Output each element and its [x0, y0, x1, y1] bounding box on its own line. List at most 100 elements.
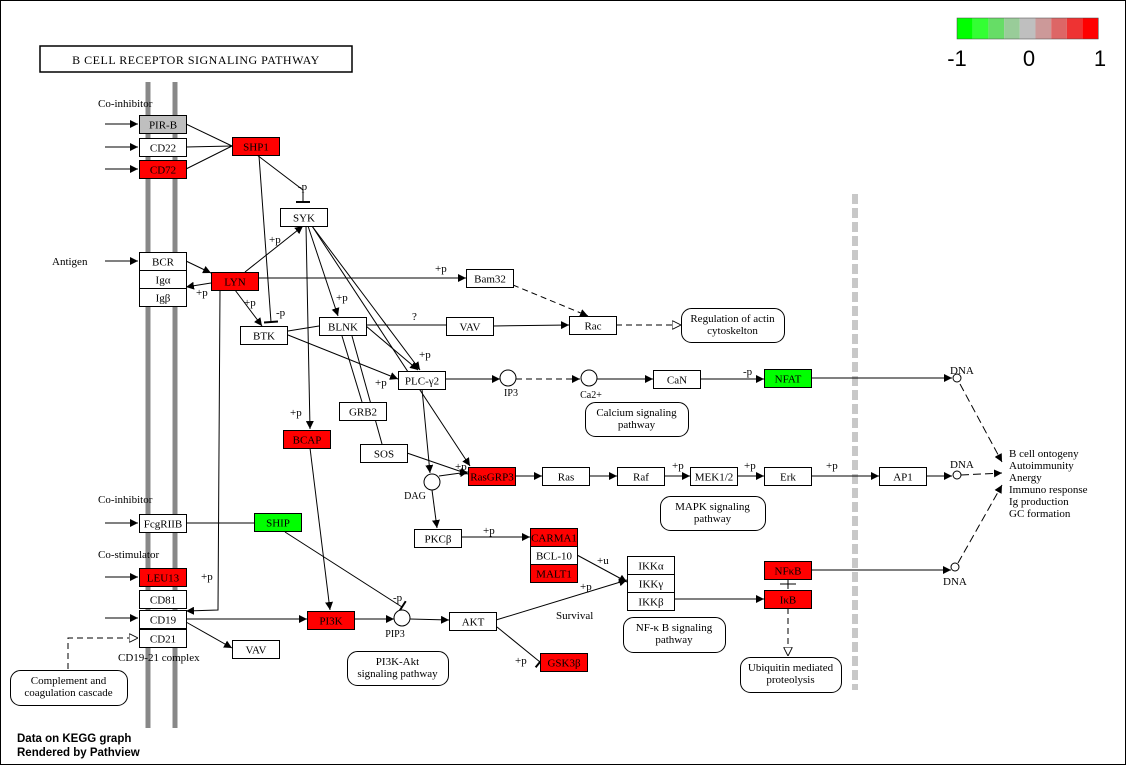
compound-circle — [423, 473, 441, 491]
gene-node-vav1[interactable]: VAV — [446, 317, 494, 336]
edge — [185, 145, 233, 170]
gene-node-label: SOS — [374, 449, 394, 461]
gene-node-cd19[interactable]: CD19 — [139, 610, 187, 629]
gene-node-label: Erk — [780, 472, 796, 484]
gene-node-rasgrp3[interactable]: RasGRP3 — [468, 467, 516, 486]
gene-node-box — [360, 444, 408, 463]
gene-node-ap1[interactable]: AP1 — [879, 467, 927, 486]
compound-pip3[interactable]: PIP3 — [385, 609, 411, 640]
gene-node-label: CD21 — [150, 634, 176, 646]
gene-node-label: Bam32 — [474, 274, 506, 286]
gene-node-pkcb[interactable]: PKCβ — [414, 529, 462, 548]
label-p8: ? — [412, 311, 417, 323]
inhibition-edge — [258, 155, 279, 324]
gene-node-grb2[interactable]: GRB2 — [339, 402, 387, 421]
gene-node-bam32[interactable]: Bam32 — [466, 269, 514, 288]
gene-node-cd72[interactable]: CD72 — [139, 160, 187, 179]
pathway-node-label: MAPK signaling — [675, 501, 750, 513]
gene-node-ikka[interactable]: IKKα — [627, 556, 675, 575]
dna-site-marker — [952, 373, 962, 383]
indirect-edge — [959, 383, 1003, 463]
gene-node-label: PIR-B — [149, 120, 177, 132]
gene-node-pirb[interactable]: PIR-B — [139, 115, 187, 134]
gene-node-can[interactable]: CaN — [653, 370, 701, 389]
gene-node-box — [530, 564, 578, 583]
gene-node-bcr[interactable]: BCR — [139, 252, 187, 271]
gene-node-blnk[interactable]: BLNK — [319, 317, 367, 336]
gene-node-box — [139, 629, 187, 648]
gene-node-shp1[interactable]: SHP1 — [232, 137, 280, 156]
gene-node-box — [466, 269, 514, 288]
gene-node-ikkb[interactable]: IKKβ — [627, 592, 675, 611]
gene-node-syk[interactable]: SYK — [280, 208, 328, 227]
gene-node-label: Igα — [156, 275, 171, 287]
label-p22: +p — [515, 655, 527, 667]
gene-node-malt1[interactable]: MALT1 — [530, 564, 578, 583]
gene-node-cd22[interactable]: CD22 — [139, 138, 187, 157]
gene-node-box — [414, 529, 462, 548]
pathway-node-box — [681, 308, 785, 343]
label-coinhib1: Co-inhibitor — [98, 98, 153, 110]
edge — [185, 281, 212, 290]
gene-node-bcl10[interactable]: BCL-10 — [530, 546, 578, 565]
label-coinhib2: Co-inhibitor — [98, 494, 153, 506]
gene-node-gsk3b[interactable]: GSK3β — [540, 653, 588, 672]
gene-node-lyn[interactable]: LYN — [211, 272, 259, 291]
gene-node-rac[interactable]: Rac — [569, 316, 617, 335]
gene-node-ikkg[interactable]: IKKγ — [627, 574, 675, 593]
label-p14: +p — [672, 460, 684, 472]
gene-node-card11[interactable]: CARMA1 — [530, 528, 578, 547]
compound-ca[interactable]: Ca2+ — [580, 369, 602, 401]
gene-node-nfkb[interactable]: NFκB — [764, 561, 812, 580]
gene-node-leu13[interactable]: LEU13 — [139, 568, 187, 587]
gene-node-vav2[interactable]: VAV — [232, 640, 280, 659]
compound-ip3[interactable]: IP3 — [499, 369, 518, 399]
footer-line-1: Data on KEGG graph — [17, 733, 131, 745]
indirect-edge — [512, 284, 589, 317]
inhibition-edge — [284, 531, 407, 614]
gene-node-igb[interactable]: Igβ — [139, 288, 187, 307]
gene-node-akt[interactable]: AKT — [449, 612, 497, 631]
gene-node-ship[interactable]: SHIP — [254, 513, 302, 532]
pathway-node-label: NF-κ B signaling — [636, 622, 713, 634]
gene-node-nfat[interactable]: NFAT — [764, 369, 812, 388]
compound-dag[interactable]: DAG — [404, 473, 441, 502]
gene-node-ras[interactable]: Ras — [542, 467, 590, 486]
gene-node-erk[interactable]: Erk — [764, 467, 812, 486]
compound-label: DAG — [404, 491, 426, 502]
pathway-node-label: Calcium signaling — [596, 407, 677, 419]
gene-node-ikb[interactable]: IκB — [764, 590, 812, 609]
gene-node-iga[interactable]: Igα — [139, 270, 187, 289]
gene-node-label: CD19 — [150, 615, 177, 627]
gene-node-box — [254, 513, 302, 532]
dna-site-marker — [952, 470, 962, 480]
gene-node-btk[interactable]: BTK — [240, 326, 288, 345]
edge — [351, 335, 383, 445]
gene-node-label: BCAP — [293, 435, 322, 447]
compound-circle — [580, 369, 598, 387]
gene-node-label: SHIP — [266, 518, 290, 530]
label-p2: +p — [269, 234, 281, 246]
gene-node-raf[interactable]: Raf — [617, 467, 665, 486]
gene-node-pi3k[interactable]: PI3K — [307, 611, 355, 630]
outcome-label: Ig production — [1009, 496, 1069, 508]
gene-node-fcgr[interactable]: FcgRIIB — [139, 514, 187, 533]
gene-node-bcap[interactable]: BCAP — [283, 430, 331, 449]
gene-node-sos[interactable]: SOS — [360, 444, 408, 463]
gene-node-mek[interactable]: MEK1/2 — [690, 467, 738, 486]
gene-node-label: IKKγ — [639, 579, 664, 591]
label-p15: +p — [744, 460, 756, 472]
compound-circle — [499, 369, 517, 387]
gene-node-label: VAV — [246, 645, 267, 657]
gene-node-cd81[interactable]: CD81 — [139, 590, 187, 609]
gene-node-plcg2[interactable]: PLC-γ2 — [398, 371, 446, 390]
gene-node-cd21[interactable]: CD21 — [139, 629, 187, 648]
pathway-node-label: pathway — [694, 513, 732, 525]
